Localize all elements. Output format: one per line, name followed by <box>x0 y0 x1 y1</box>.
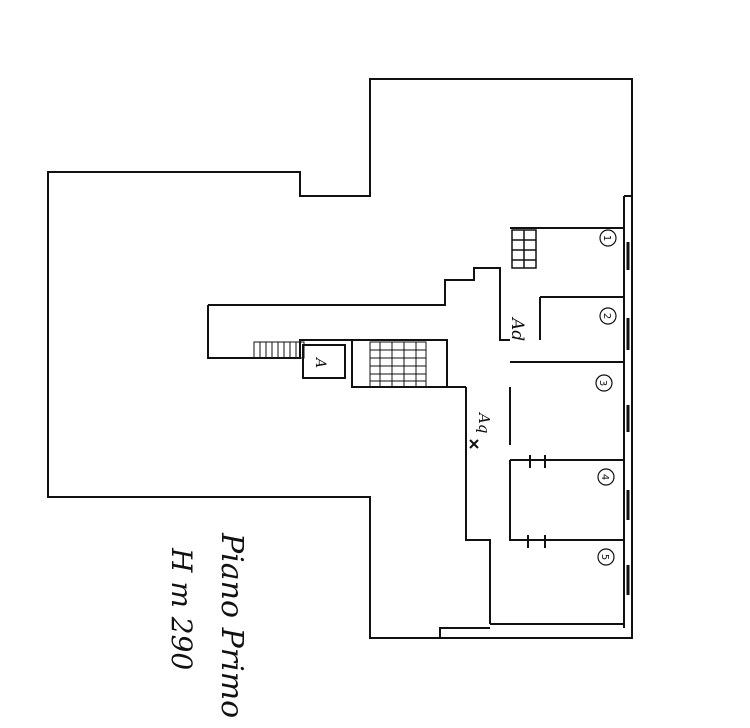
room-3-label: 3 <box>597 380 608 386</box>
kitchen-fixture <box>511 229 537 269</box>
stair-treads <box>253 341 427 388</box>
room-5-label: 5 <box>599 554 610 560</box>
wall-room4-5 <box>509 460 624 541</box>
label-aq: Aq <box>475 411 493 433</box>
door-ticks <box>469 439 546 548</box>
label-a: A <box>312 356 328 368</box>
corridor-wall-mid <box>499 316 510 341</box>
entrance-notch <box>439 627 490 638</box>
corridor-wall-top <box>208 267 501 316</box>
plan-title: Piano Primo <box>214 532 249 718</box>
corridor-wall-left <box>465 387 491 624</box>
room-markers: 1 2 3 4 5 <box>595 229 617 566</box>
room-4-label: 4 <box>599 474 610 480</box>
room-2-label: 2 <box>601 313 612 319</box>
plan-height: H m 290 <box>165 547 198 670</box>
room-1-label: 1 <box>601 235 612 241</box>
lift-box <box>302 344 346 379</box>
stair-enclosure <box>351 340 447 388</box>
balcony-edge <box>623 195 632 628</box>
building-outline <box>47 78 633 639</box>
label-ad: Ad <box>507 316 527 341</box>
